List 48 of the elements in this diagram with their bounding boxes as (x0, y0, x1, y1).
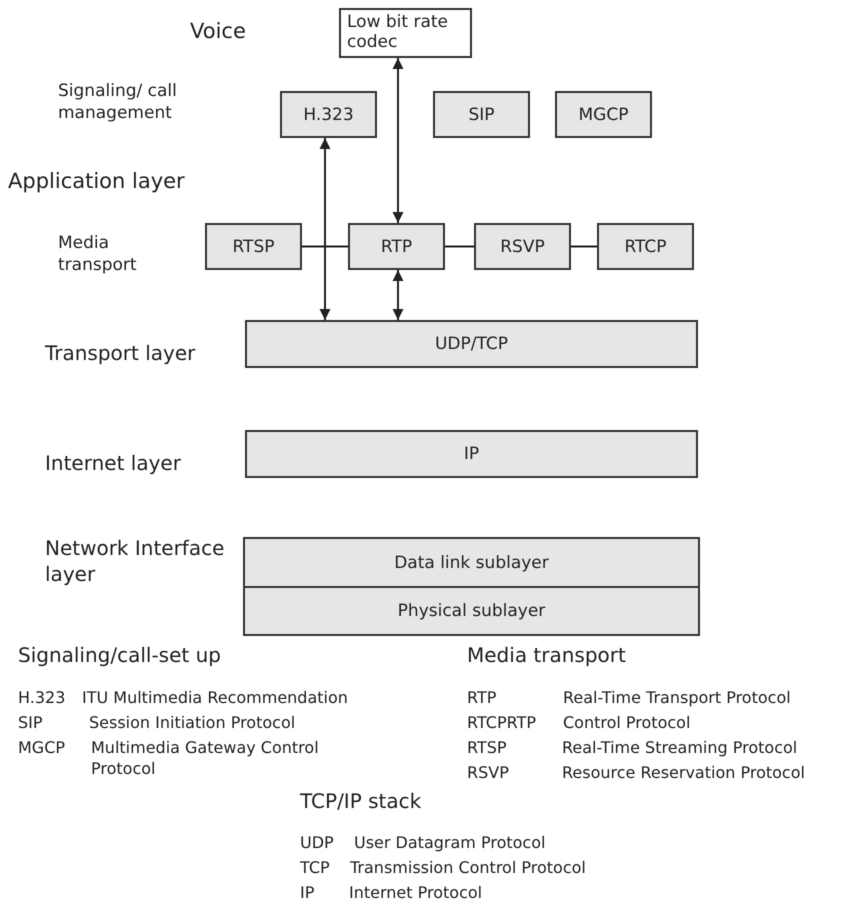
definition: Real-Time Streaming Protocol (562, 738, 798, 759)
arrow (320, 138, 330, 320)
abbreviation: TCP (300, 858, 330, 879)
definition: Internet Protocol (349, 883, 482, 904)
abbreviation: UDP (300, 833, 334, 854)
arrow (392, 58, 404, 223)
abbreviation: RTP (467, 688, 496, 709)
abbreviation: RTSP (467, 738, 507, 759)
abbreviation: MGCP (18, 738, 66, 759)
abbreviation: RSVP (467, 763, 509, 784)
layer-label: Voice (190, 18, 246, 45)
layer-label: Application layer (8, 168, 185, 195)
layer-label: Media transport (58, 232, 138, 276)
abbreviation: RTCPRTP (467, 713, 536, 734)
legend-heading: TCP/IP stack (300, 788, 422, 814)
connector-line (302, 246, 348, 248)
protocol-box: Low bit rate codec (339, 8, 472, 58)
protocol-box: RTSP (205, 223, 302, 270)
protocol-box: H.323 (280, 91, 377, 138)
abbreviation: IP (300, 883, 314, 904)
layer-bar: Physical sublayer (243, 586, 700, 636)
protocol-box: RTP (348, 223, 445, 270)
arrow (392, 270, 404, 320)
protocol-box: RSVP (474, 223, 571, 270)
definition: Multimedia Gateway Control Protocol (91, 738, 320, 780)
definition: Session Initiation Protocol (89, 713, 296, 734)
layer-label: Internet layer (45, 450, 181, 476)
abbreviation: H.323 (18, 688, 66, 709)
layer-label: Network Interface layer (45, 535, 226, 587)
definition: Real-Time Transport Protocol (563, 688, 791, 709)
abbreviation: SIP (18, 713, 43, 734)
definition: Resource Reservation Protocol (562, 763, 805, 784)
layer-label: Transport layer (45, 340, 196, 366)
definition: Transmission Control Protocol (350, 858, 586, 879)
connector-line (571, 246, 597, 248)
protocol-box: SIP (433, 91, 530, 138)
layer-bar: Data link sublayer (243, 537, 700, 588)
protocol-box: MGCP (555, 91, 652, 138)
layer-label: Signaling/ call management (58, 80, 178, 124)
layer-bar: UDP/TCP (245, 320, 698, 368)
layer-bar: IP (245, 430, 698, 478)
definition: Control Protocol (563, 713, 690, 734)
definition: User Datagram Protocol (354, 833, 546, 854)
protocol-box: RTCP (597, 223, 694, 270)
connector-line (445, 246, 474, 248)
legend-heading: Media transport (467, 642, 626, 668)
definition: ITU Multimedia Recommendation (82, 688, 348, 709)
legend-heading: Signaling/call-set up (18, 642, 221, 668)
